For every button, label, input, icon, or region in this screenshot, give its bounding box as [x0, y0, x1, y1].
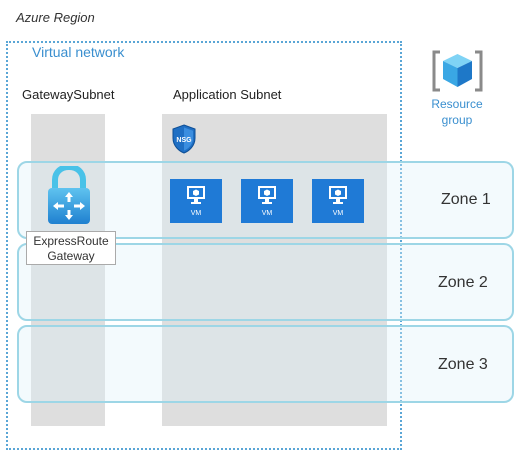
expressroute-lock-icon [48, 166, 90, 224]
resource-group-cube-icon [432, 50, 483, 92]
vm-tile: VM [312, 179, 364, 223]
azure-region-label: Azure Region [16, 10, 95, 25]
vm-tile: VM [241, 179, 293, 223]
vm-monitor-icon [258, 186, 276, 204]
resource-group-line1: Resource [431, 97, 483, 111]
nsg-label: NSG [176, 137, 192, 144]
nsg-shield-icon: NSG [172, 124, 196, 154]
zone-3 [17, 325, 514, 403]
vm-monitor-icon [187, 186, 205, 204]
zone-2-label: Zone 2 [438, 274, 488, 291]
application-subnet-label: Application Subnet [173, 87, 282, 102]
vm-label: VM [190, 210, 202, 217]
vm-monitor-icon [329, 186, 347, 204]
virtual-network-label: Virtual network [32, 44, 125, 60]
vm-label: VM [261, 210, 273, 217]
virtual-network-boundary [6, 41, 402, 450]
application-subnet [162, 114, 387, 426]
expressroute-label-line2: Gateway [47, 249, 95, 263]
expressroute-label-line1: ExpressRoute [33, 234, 109, 248]
resource-group-line2: group [441, 113, 473, 127]
vm-tile: VM [170, 179, 222, 223]
zone-3-label: Zone 3 [438, 356, 488, 373]
gateway-subnet-label: GatewaySubnet [22, 87, 115, 102]
resource-group-label: Resource group [419, 96, 495, 128]
expressroute-gateway-label: ExpressRoute Gateway [26, 231, 116, 265]
vm-label: VM [332, 210, 344, 217]
zone-1-label: Zone 1 [441, 191, 491, 208]
